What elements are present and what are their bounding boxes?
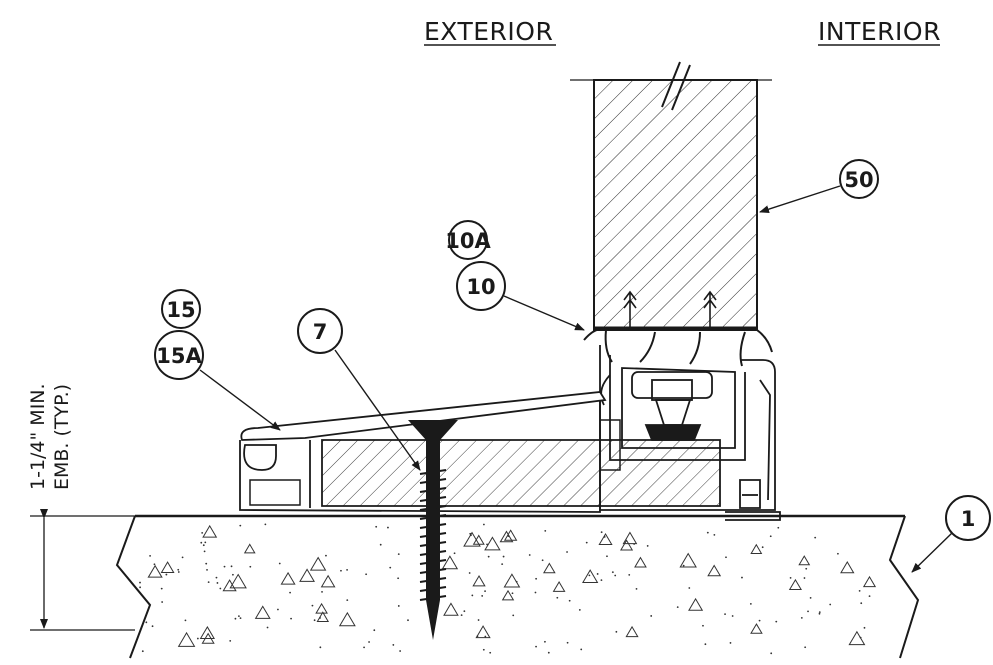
callout-10: 10	[456, 261, 585, 331]
svg-text:15A: 15A	[156, 344, 202, 368]
svg-text:50: 50	[844, 168, 873, 192]
concrete-slab	[115, 514, 920, 659]
concrete-aggregate	[139, 523, 877, 655]
dimension-note-line2: EMB. (TYP.)	[51, 384, 73, 490]
callout-1: 1	[911, 495, 991, 573]
callout-10a: 10A	[445, 220, 491, 260]
exterior-heading: EXTERIOR	[424, 17, 556, 46]
svg-text:15: 15	[166, 298, 195, 322]
svg-text:1: 1	[961, 507, 976, 531]
callout-15: 15	[161, 289, 201, 329]
interior-heading: INTERIOR	[818, 17, 941, 46]
frame-extrusion	[599, 345, 781, 521]
threshold-extrusion	[239, 391, 721, 513]
svg-text:10A: 10A	[445, 229, 491, 253]
callout-7: 7	[297, 308, 421, 471]
callout-15a: 15A	[154, 330, 281, 431]
glass-panel	[570, 61, 772, 331]
dimension-note-line1: 1-1/4" MIN.	[27, 383, 49, 490]
svg-text:INTERIOR: INTERIOR	[818, 17, 941, 46]
embedment-dimension	[30, 509, 135, 631]
svg-text:10: 10	[466, 275, 495, 299]
anchor-screw	[408, 420, 458, 640]
svg-text:EXTERIOR: EXTERIOR	[424, 17, 553, 46]
svg-text:7: 7	[313, 320, 328, 344]
callout-50: 50	[759, 159, 879, 214]
